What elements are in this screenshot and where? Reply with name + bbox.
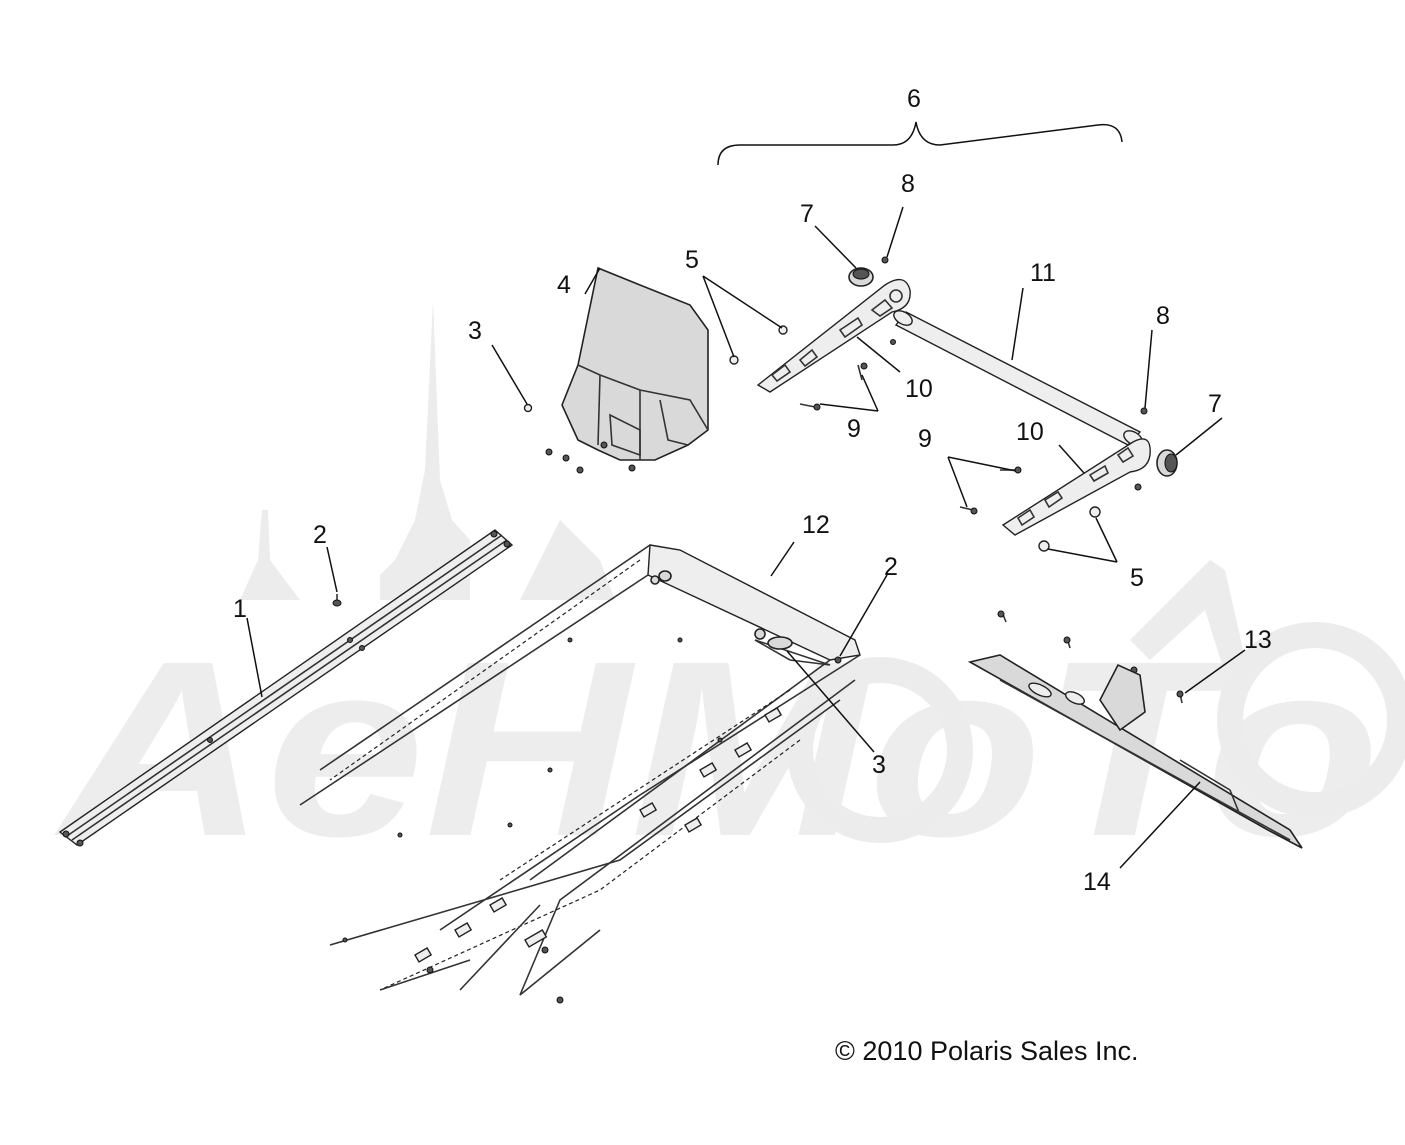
callout-8-lower: 8 xyxy=(1156,302,1170,330)
callout-13: 13 xyxy=(1244,626,1272,654)
assembly-6-brace xyxy=(717,121,1123,166)
callout-11: 11 xyxy=(1030,259,1056,287)
callout-14: 14 xyxy=(1083,868,1111,896)
callout-9-upper: 9 xyxy=(847,415,861,443)
part-9-bolts-upper xyxy=(799,339,896,411)
watermark: AeHMoTo xyxy=(53,300,1405,888)
part-2-rivet-right xyxy=(834,656,842,664)
leader-lines xyxy=(246,206,1246,869)
callout-1: 1 xyxy=(233,595,247,623)
callout-10-upper: 10 xyxy=(905,375,933,403)
callout-2-right: 2 xyxy=(884,553,898,581)
callout-3-right: 3 xyxy=(872,751,886,779)
part-3-nut-left xyxy=(523,403,533,413)
callout-7-upper: 7 xyxy=(800,200,814,228)
copyright-notice: © 2010 Polaris Sales Inc. xyxy=(835,1036,1139,1066)
part-7-cap-lower xyxy=(1156,449,1178,477)
part-10-arm-lower xyxy=(1001,438,1151,536)
callout-7-lower: 7 xyxy=(1208,390,1222,418)
part-9-bolts-lower xyxy=(959,466,1022,515)
callout-4: 4 xyxy=(557,271,571,299)
part-14-flap xyxy=(967,654,1303,849)
part-1-rail xyxy=(58,529,514,847)
part-12-tunnel xyxy=(299,544,861,1004)
callout-3-left: 3 xyxy=(468,317,482,345)
part-2-rivet-left xyxy=(332,594,342,607)
part-3-nut-right xyxy=(754,628,766,640)
callout-9-lower: 9 xyxy=(918,425,932,453)
callout-2-left: 2 xyxy=(313,521,327,549)
part-7-cap-upper xyxy=(848,267,874,287)
part-8-screws xyxy=(881,256,1148,415)
watermark-text: AeHMoTo xyxy=(53,609,1380,888)
callout-10-lower: 10 xyxy=(1016,418,1044,446)
callout-12: 12 xyxy=(802,511,830,539)
part-5-nuts-upper xyxy=(729,325,788,365)
callout-labels: 1 2 2 3 3 4 5 5 6 7 7 8 8 9 9 10 10 11 1… xyxy=(233,85,1272,896)
callout-5-upper: 5 xyxy=(685,246,699,274)
callout-5-lower: 5 xyxy=(1130,564,1144,592)
part-10-arm-upper xyxy=(756,278,911,393)
part-5-nuts-lower xyxy=(1038,506,1101,552)
callout-6: 6 xyxy=(907,85,921,113)
callout-8-upper: 8 xyxy=(901,170,915,198)
part-4-cover xyxy=(545,266,709,474)
